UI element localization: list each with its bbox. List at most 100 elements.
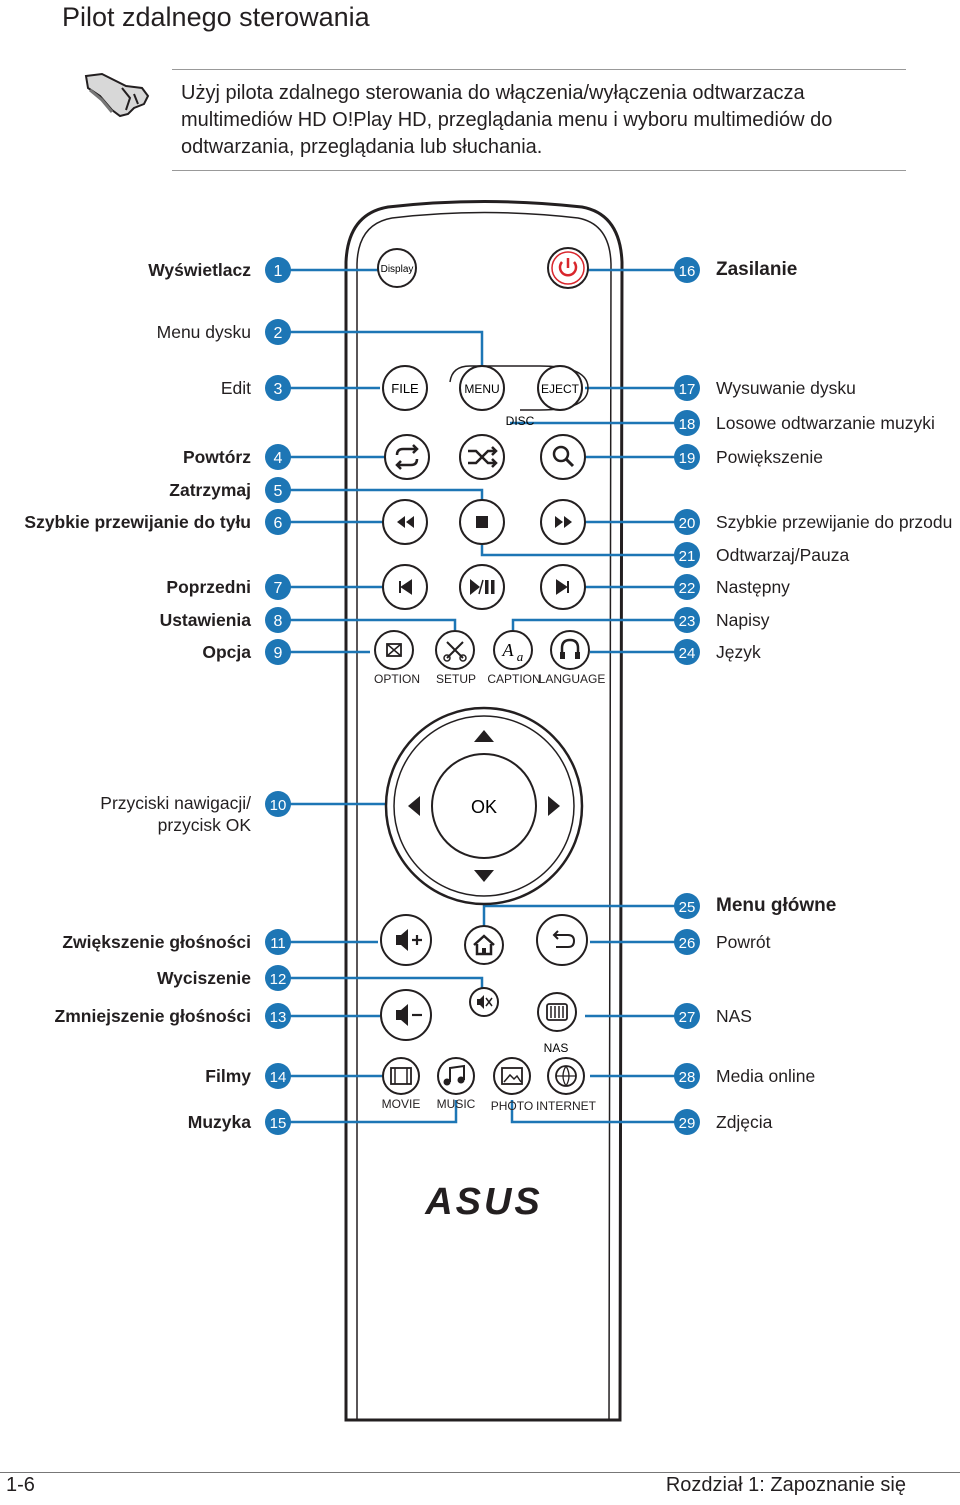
right-label-22: Następny (716, 577, 790, 597)
stop-button[interactable] (459, 499, 505, 545)
nav-right-icon[interactable] (548, 796, 560, 816)
option-button[interactable] (374, 630, 414, 670)
shuffle-button[interactable] (459, 434, 505, 480)
repeat-button[interactable] (384, 434, 430, 480)
callout-number: 29 (679, 1115, 696, 1132)
nas-label: NAS (544, 1041, 569, 1055)
callout-number: 4 (274, 450, 283, 467)
repeat-icon (395, 444, 419, 470)
callout-number: 24 (679, 645, 696, 662)
ok-button[interactable]: OK (431, 753, 537, 859)
callout-number: 23 (679, 613, 696, 630)
film-icon (390, 1067, 412, 1085)
left-label-4: Powtórz (182, 447, 251, 467)
right-label-26: Powrót (716, 932, 771, 952)
display-button[interactable]: Display (377, 248, 417, 288)
left-label-9: Opcja (202, 642, 251, 662)
right-label-29: Zdjęcia (716, 1112, 773, 1132)
right-label-27: NAS (716, 1006, 752, 1026)
note-line: multimediów HD O!Play HD, przeglądania m… (181, 109, 833, 131)
power-button[interactable] (547, 247, 589, 289)
caption-button[interactable]: A a (493, 630, 533, 670)
language-icon (560, 638, 580, 656)
callout-number: 1 (274, 263, 283, 280)
volume-down-icon (396, 1004, 408, 1026)
callout-badge-29 (674, 1109, 700, 1135)
home-button[interactable] (464, 925, 504, 965)
right-label-16: Zasilanie (716, 259, 798, 280)
play-pause-icon (470, 579, 480, 595)
callout-badge-16 (674, 257, 700, 283)
rewind-button[interactable] (382, 499, 428, 545)
left-label-2: Menu dysku (156, 322, 251, 342)
callout-badge-17 (674, 375, 700, 401)
photo-button[interactable] (493, 1057, 531, 1095)
callout-number: 3 (274, 381, 283, 398)
left-label-1: Wyświetlacz (148, 260, 251, 280)
volume-up-button[interactable] (380, 914, 432, 966)
left-label-10: Przyciski nawigacji/przycisk OK (100, 792, 251, 836)
home-icon (473, 934, 495, 946)
internet-button[interactable] (547, 1057, 585, 1095)
zoom-button[interactable] (540, 434, 586, 480)
setup-button[interactable] (435, 630, 475, 670)
previous-button[interactable] (382, 564, 428, 610)
movie-button[interactable] (382, 1057, 420, 1095)
callout-number: 12 (270, 971, 287, 988)
note-line: Użyj pilota zdalnego sterowania do włącz… (181, 82, 805, 104)
next-icon (556, 579, 569, 595)
disc-label: DISC (506, 414, 535, 428)
nav-down-icon[interactable] (474, 870, 494, 882)
nas-button[interactable] (537, 992, 577, 1032)
rewind-icon (397, 516, 414, 528)
callout-badge-28 (674, 1063, 700, 1089)
callout-number: 13 (270, 1009, 287, 1026)
left-label-7: Poprzedni (166, 577, 251, 597)
left-label-3: Edit (220, 378, 251, 398)
callout-number: 27 (679, 1009, 696, 1026)
callout-number: 25 (679, 899, 696, 916)
menu-button-label: MENU (464, 382, 499, 396)
callout-number: 20 (679, 515, 696, 532)
setup-label: SETUP (436, 672, 476, 686)
callout-number: 22 (679, 580, 696, 597)
play-pause-button[interactable] (459, 564, 505, 610)
mute-button[interactable] (469, 987, 499, 1017)
callout-badge-6 (265, 509, 291, 535)
left-label-13: Zmniejszenie głośności (54, 1006, 251, 1026)
volume-down-button[interactable] (380, 989, 432, 1041)
fast-forward-button[interactable] (540, 499, 586, 545)
setup-icon (446, 641, 464, 659)
language-label: LANGUAGE (539, 672, 606, 686)
nav-up-icon[interactable] (474, 730, 494, 742)
file-button[interactable]: FILE (382, 365, 428, 411)
music-button[interactable] (437, 1057, 475, 1095)
asus-logo: ASUS (424, 1181, 543, 1223)
callout-number: 16 (679, 263, 696, 280)
callout-badge-3 (265, 375, 291, 401)
callout-badge-15 (265, 1109, 291, 1135)
back-button[interactable] (536, 914, 588, 966)
callout-badge-4 (265, 444, 291, 470)
note-text: Użyj pilota zdalnego sterowania do włącz… (181, 80, 871, 161)
caption-label: CAPTION (487, 672, 540, 686)
music-note-icon (449, 1064, 465, 1082)
left-label-15: Muzyka (187, 1112, 251, 1132)
next-button[interactable] (540, 564, 586, 610)
nav-left-icon[interactable] (408, 796, 420, 816)
eject-button[interactable]: EJECT (537, 365, 583, 411)
left-label-8: Ustawienia (159, 610, 251, 630)
callout-badge-9 (265, 639, 291, 665)
callout-badge-26 (674, 929, 700, 955)
right-label-25: Menu główne (716, 895, 837, 916)
right-label-24: Język (716, 642, 761, 662)
callout-badge-13 (265, 1003, 291, 1029)
display-button-label: Display (381, 264, 414, 275)
callout-number: 17 (679, 381, 696, 398)
callout-badge-19 (674, 444, 700, 470)
language-button[interactable] (550, 630, 590, 670)
remote-inner-outline (356, 211, 612, 1421)
callout-badge-8 (265, 607, 291, 633)
movie-label: MOVIE (382, 1097, 421, 1111)
callout-badge-22 (674, 574, 700, 600)
